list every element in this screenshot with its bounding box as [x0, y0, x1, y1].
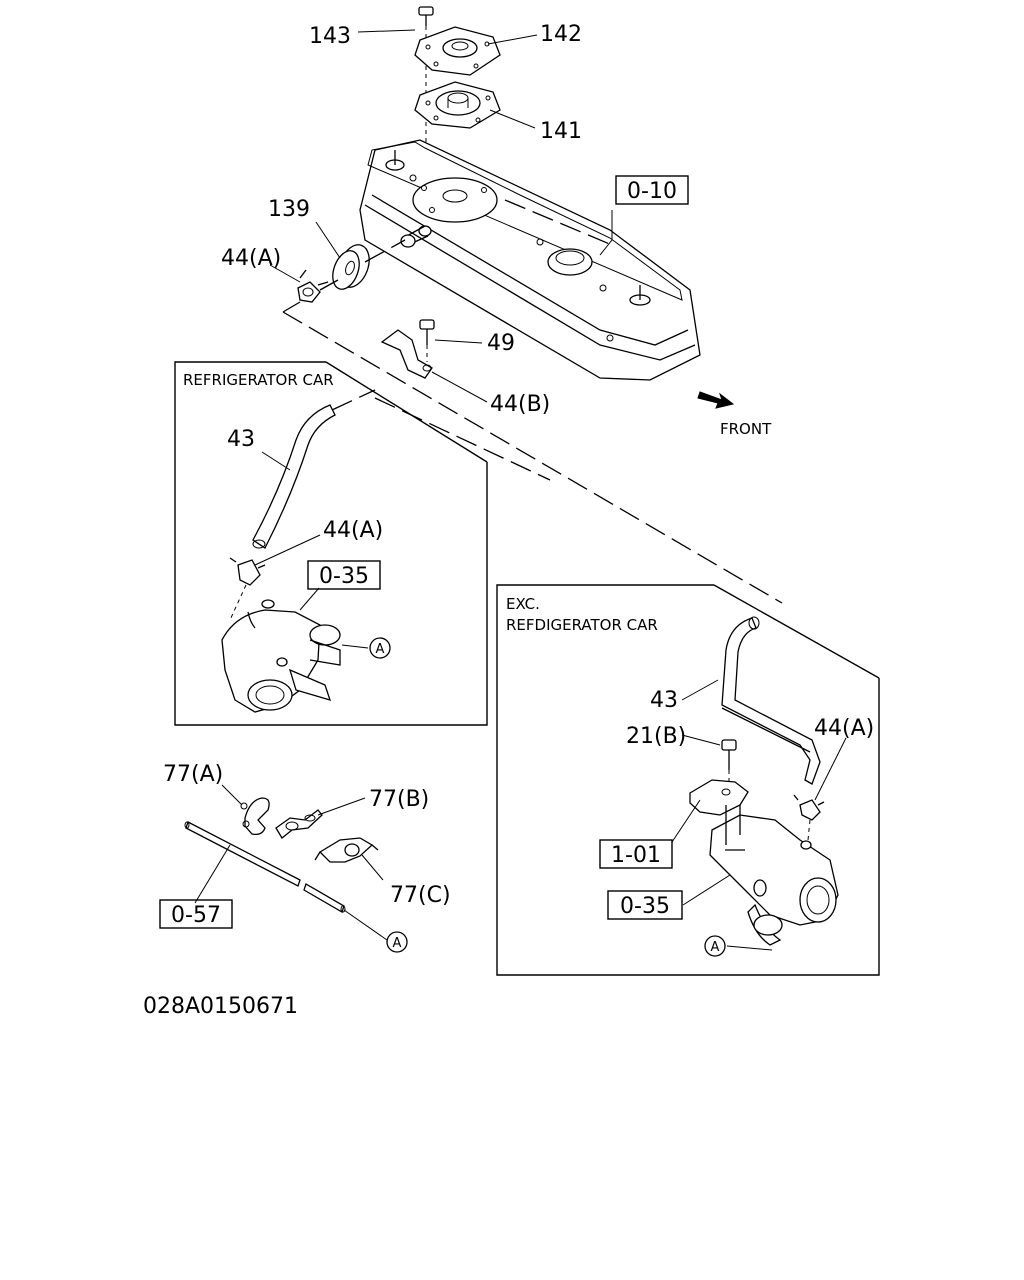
label-143: 143 — [309, 24, 351, 49]
ref-0-57-text: 0-57 — [171, 903, 221, 928]
label-77c: 77(C) — [390, 883, 451, 908]
throttle-body-right — [709, 814, 839, 946]
circle-a-right-text: A — [711, 940, 720, 955]
box-titles: REFRIGERATOR CAR EXC. REFDIGERATOR CAR — [183, 371, 658, 634]
circle-a-bottom-text: A — [393, 936, 402, 951]
circle-a-left-text: A — [376, 642, 385, 657]
clamp-44a-top — [297, 269, 329, 303]
oil-filler-cap-assembly — [414, 6, 501, 200]
label-front: FRONT — [720, 420, 772, 438]
circle-a-left: A — [369, 637, 391, 659]
front-arrow-icon — [697, 391, 735, 409]
label-77b: 77(B) — [369, 787, 429, 812]
circle-a-bottom: A — [386, 931, 408, 953]
cylinder-head-cover — [359, 139, 701, 381]
screw-143 — [418, 6, 434, 26]
ref-1-01-text: 1-01 — [611, 843, 661, 868]
bracket-1-01 — [689, 779, 749, 816]
label-21b: 21(B) — [626, 724, 686, 749]
ref-box-0-35-left: 0-35 — [307, 560, 381, 590]
ref-box-0-57: 0-57 — [159, 899, 233, 929]
right-box-title-line2: REFDIGERATOR CAR — [506, 616, 658, 634]
bracket-44b — [380, 329, 433, 379]
gasket-141 — [414, 81, 501, 129]
hose-43-right — [721, 616, 821, 785]
label-77a: 77(A) — [163, 762, 223, 787]
drawing-code: 028A0150671 — [143, 994, 298, 1019]
ref-0-35-right-text: 0-35 — [620, 894, 670, 919]
bolt-49 — [419, 319, 435, 345]
throttle-body-left — [221, 599, 341, 713]
label-43-right: 43 — [650, 688, 678, 713]
ref-0-10-text: 0-10 — [627, 179, 677, 204]
hose-43-left — [252, 404, 336, 549]
part-labels: 143 142 141 139 44(A) 49 44(B) FRONT 43 … — [143, 22, 874, 1019]
reference-labels: 0-10 0-35 1-01 0-35 0-57 — [159, 175, 689, 929]
label-142: 142 — [540, 22, 582, 47]
circle-a-right: A — [704, 935, 726, 957]
right-box-title-line1: EXC. — [506, 595, 540, 613]
bolt-21b — [721, 739, 737, 770]
refrigerator-car-box — [174, 361, 488, 726]
label-43-left: 43 — [227, 427, 255, 452]
left-box-title: REFRIGERATOR CAR — [183, 371, 334, 389]
clamp-44a-right — [793, 794, 825, 821]
clip-77c — [314, 837, 379, 863]
label-141: 141 — [540, 119, 582, 144]
leader-lines — [194, 29, 847, 951]
cap-142 — [414, 26, 501, 76]
label-44a-right: 44(A) — [814, 716, 874, 741]
breather-nipple — [400, 225, 432, 248]
cover-stud-right — [629, 285, 651, 306]
clip-77b — [275, 809, 323, 839]
ref-0-35-left-text: 0-35 — [319, 564, 369, 589]
label-44b: 44(B) — [490, 392, 550, 417]
pipe-0-57 — [184, 821, 346, 913]
ref-box-1-01: 1-01 — [599, 839, 673, 869]
label-49: 49 — [487, 331, 515, 356]
label-139: 139 — [268, 197, 310, 222]
clamp-44a-left — [229, 557, 266, 586]
label-44a-left: 44(A) — [323, 518, 383, 543]
ref-box-0-35-right: 0-35 — [607, 890, 683, 920]
grommet-139 — [332, 244, 370, 290]
clip-77a — [240, 797, 270, 836]
ref-box-0-10: 0-10 — [615, 175, 689, 205]
exc-refrigerator-car-box — [496, 584, 880, 976]
circle-a-markers: A A A — [369, 637, 726, 957]
label-44a-top: 44(A) — [221, 246, 281, 271]
cover-stud-left — [385, 150, 405, 171]
